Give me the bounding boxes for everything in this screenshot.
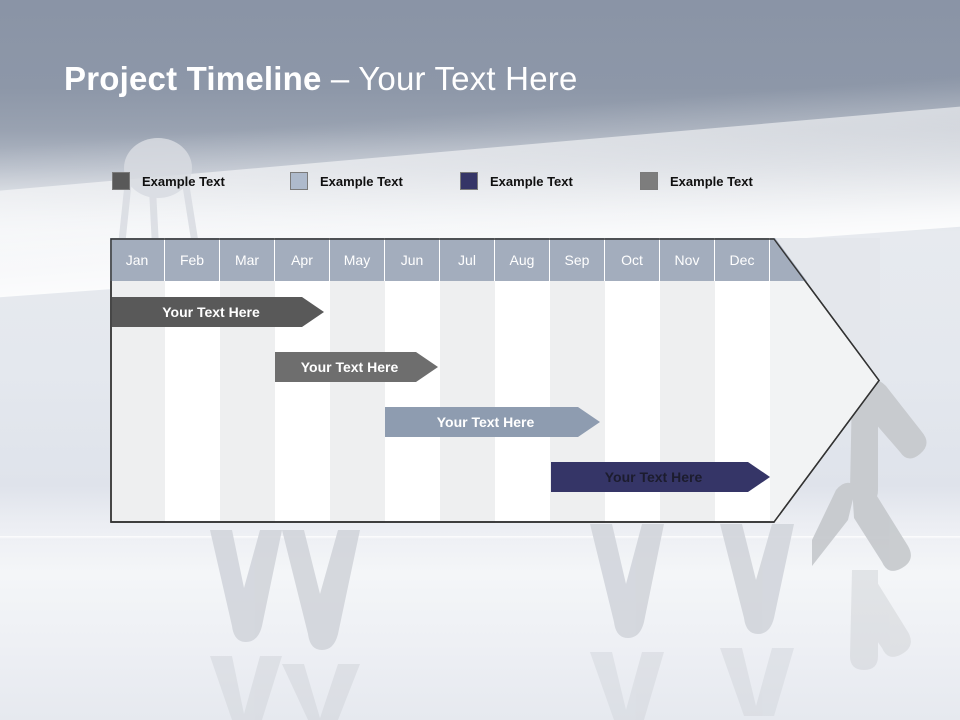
task-bar-4-label: Your Text Here — [604, 469, 703, 485]
task-bar-3-label: Your Text Here — [436, 414, 535, 430]
month-header-jun[interactable]: Jun — [385, 238, 440, 281]
month-header-jul[interactable]: Jul — [440, 238, 495, 281]
month-header-sep[interactable]: Sep — [550, 238, 605, 281]
timeline-header-row: Jan Feb Mar Apr May Jun Jul Aug Sep Oct … — [110, 238, 820, 281]
legend-item-4[interactable]: Example Text — [640, 168, 753, 194]
legend-swatch-icon — [640, 172, 658, 190]
legend-item-label: Example Text — [142, 173, 225, 189]
month-header-aug[interactable]: Aug — [495, 238, 550, 281]
page-title: Project Timeline – Your Text Here — [64, 60, 578, 98]
month-header-nov[interactable]: Nov — [660, 238, 715, 281]
legend-swatch-icon — [290, 172, 308, 190]
page-title-bold: Project Timeline — [64, 60, 322, 97]
legend-item-1[interactable]: Example Text — [112, 168, 225, 194]
legend-item-label: Example Text — [670, 173, 753, 189]
month-header-oct[interactable]: Oct — [605, 238, 660, 281]
legend-item-label: Example Text — [490, 173, 573, 189]
legend-swatch-icon — [460, 172, 478, 190]
month-header-jan[interactable]: Jan — [110, 238, 165, 281]
month-header-dec[interactable]: Dec — [715, 238, 770, 281]
month-header-mar[interactable]: Mar — [220, 238, 275, 281]
task-bar-1[interactable]: Your Text Here — [112, 297, 324, 327]
legend-swatch-icon — [112, 172, 130, 190]
timeline-header-tail — [770, 238, 820, 281]
task-bar-2[interactable]: Your Text Here — [275, 352, 438, 382]
task-bar-1-label: Your Text Here — [162, 304, 260, 320]
page-title-subtitle: – Your Text Here — [321, 60, 578, 97]
timeline-chart: Jan Feb Mar Apr May Jun Jul Aug Sep Oct … — [110, 238, 880, 523]
legend-item-2[interactable]: Example Text — [290, 168, 403, 194]
month-header-may[interactable]: May — [330, 238, 385, 281]
month-header-feb[interactable]: Feb — [165, 238, 220, 281]
task-bar-4[interactable]: Your Text Here — [551, 462, 770, 492]
task-bar-3[interactable]: Your Text Here — [385, 407, 600, 437]
background-floor-line — [0, 536, 960, 539]
task-bar-2-label: Your Text Here — [300, 359, 399, 375]
legend-item-label: Example Text — [320, 173, 403, 189]
month-header-apr[interactable]: Apr — [275, 238, 330, 281]
legend-item-3[interactable]: Example Text — [460, 168, 573, 194]
